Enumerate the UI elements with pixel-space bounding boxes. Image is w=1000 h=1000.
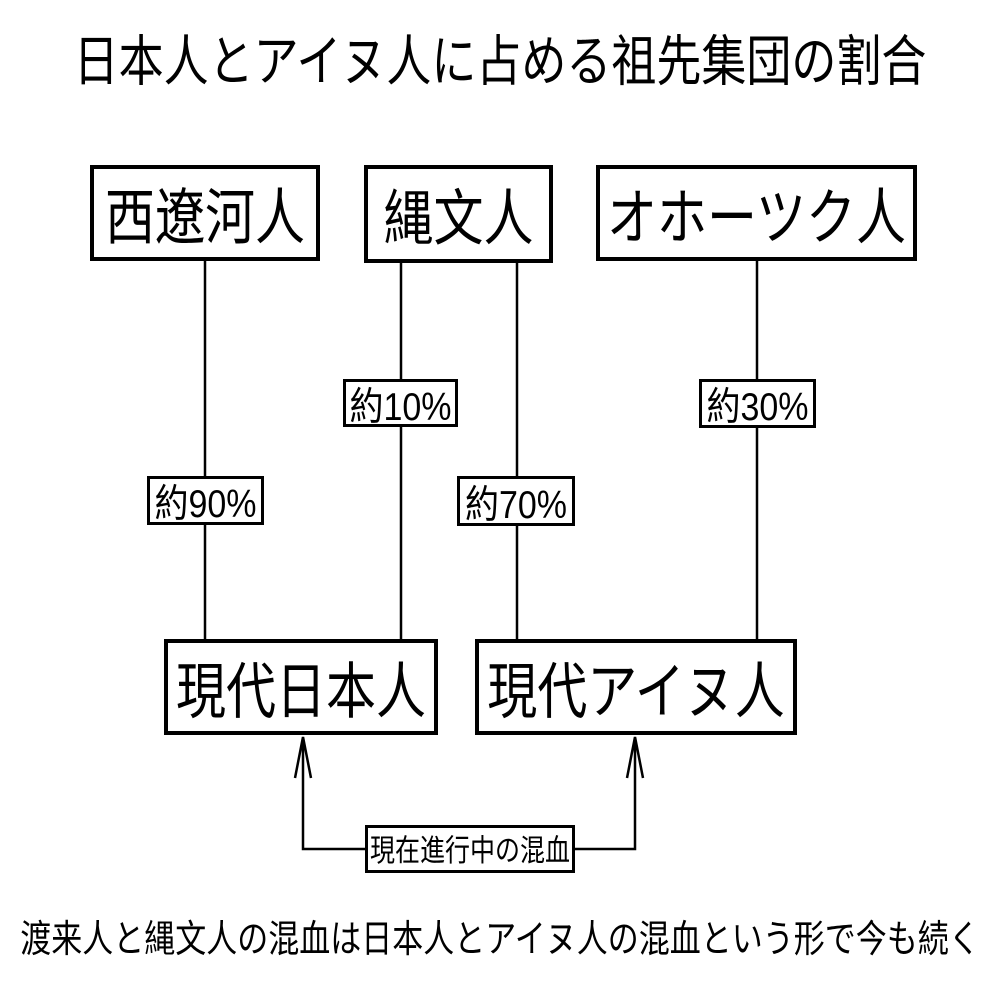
admixture-arrow-to-japanese — [293, 736, 365, 851]
diagram-caption-text: 渡来人と縄文人の混血は日本人とアイヌ人の混血という形で今も続く — [20, 918, 980, 961]
ancestor-node-jomon-label: 縄文人 — [383, 184, 534, 254]
diagram-title-text: 日本人とアイヌ人に占める祖先集団の割合 — [73, 30, 927, 93]
diagram-caption: 渡来人と縄文人の混血は日本人とアイヌ人の混血という形で今も続く — [0, 908, 1000, 972]
edge-percentage-10: 約10% — [343, 379, 458, 429]
ancestor-node-nishiryoga: 西遼河人 — [90, 165, 320, 261]
ancestor-node-jomon: 縄文人 — [364, 165, 553, 263]
edge-percentage-90: 約90% — [147, 476, 264, 526]
descendant-node-modern-japanese-label: 現代日本人 — [176, 657, 426, 727]
admixture-label-text: 現在進行中の混血 — [369, 834, 570, 869]
edge-percentage-70-label: 約70% — [464, 483, 568, 527]
diagram-title: 日本人とアイヌ人に占める祖先集団の割合 — [0, 22, 1000, 102]
descendant-node-modern-ainu-label: 現代アイヌ人 — [487, 657, 785, 727]
admixture-label-box: 現在進行中の混血 — [365, 825, 575, 873]
edge-percentage-10-label: 約10% — [349, 385, 452, 429]
descendant-node-modern-japanese: 現代日本人 — [164, 639, 438, 735]
descendant-node-modern-ainu: 現代アイヌ人 — [475, 639, 797, 735]
ancestor-node-nishiryoga-label: 西遼河人 — [105, 183, 305, 253]
admixture-arrow-to-ainu — [575, 736, 645, 851]
edge-percentage-30: 約30% — [699, 379, 816, 429]
ancestor-node-okhotsk: オホーツク人 — [596, 165, 917, 261]
edge-percentage-90-label: 約90% — [154, 482, 257, 527]
ancestor-node-okhotsk-label: オホーツク人 — [607, 183, 906, 253]
edge-percentage-70: 約70% — [457, 476, 575, 527]
edge-percentage-30-label: 約30% — [706, 385, 809, 430]
